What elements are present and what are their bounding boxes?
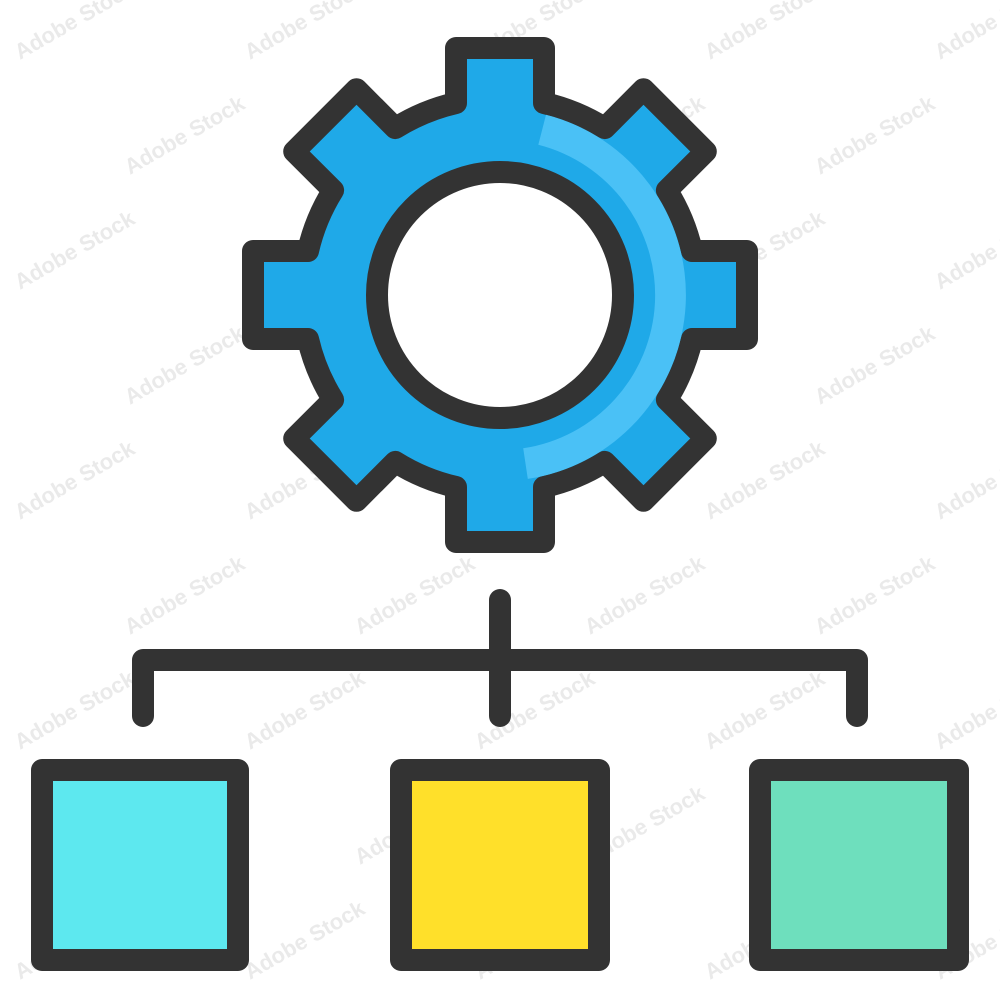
watermark-text: Adobe Stock [580, 550, 710, 639]
right-box [749, 759, 969, 971]
gear-highlight [523, 114, 686, 479]
watermark-text: Adobe Stock [930, 665, 1000, 754]
watermark-text: Adobe Stock [240, 895, 370, 984]
watermark-text: Adobe Stock [810, 90, 940, 179]
watermark-text: Adobe Stock [10, 665, 140, 754]
left-box [31, 759, 249, 971]
watermark-text: Adobe Stock [700, 435, 830, 524]
watermark-text: Adobe Stock [120, 90, 250, 179]
watermark-text: Adobe Stock [350, 550, 480, 639]
watermark-text: Adobe Stock [930, 205, 1000, 294]
connector-bar [132, 649, 868, 727]
watermark-text: Adobe Stock [240, 0, 370, 64]
watermark-text: Adobe Stock [810, 320, 940, 409]
hierarchy-connectors [132, 589, 868, 727]
gear-icon [242, 37, 758, 553]
watermark-text: Adobe Stock [10, 435, 140, 524]
watermark-text: Adobe Stock [10, 0, 140, 64]
watermark-text: Adobe Stock [120, 550, 250, 639]
watermark-text: Adobe Stock [700, 0, 830, 64]
watermark-text: Adobe Stock [930, 435, 1000, 524]
watermark-text: Adobe Stock [810, 550, 940, 639]
watermark-text: Adobe Stock [700, 665, 830, 754]
center-box [390, 759, 610, 971]
watermark-text: Adobe Stock [10, 205, 140, 294]
watermark-text: Adobe Stock [930, 0, 1000, 64]
gear-hub [366, 161, 634, 429]
watermark-text: Adobe Stock [120, 320, 250, 409]
watermark-text: Adobe Stock [240, 665, 370, 754]
